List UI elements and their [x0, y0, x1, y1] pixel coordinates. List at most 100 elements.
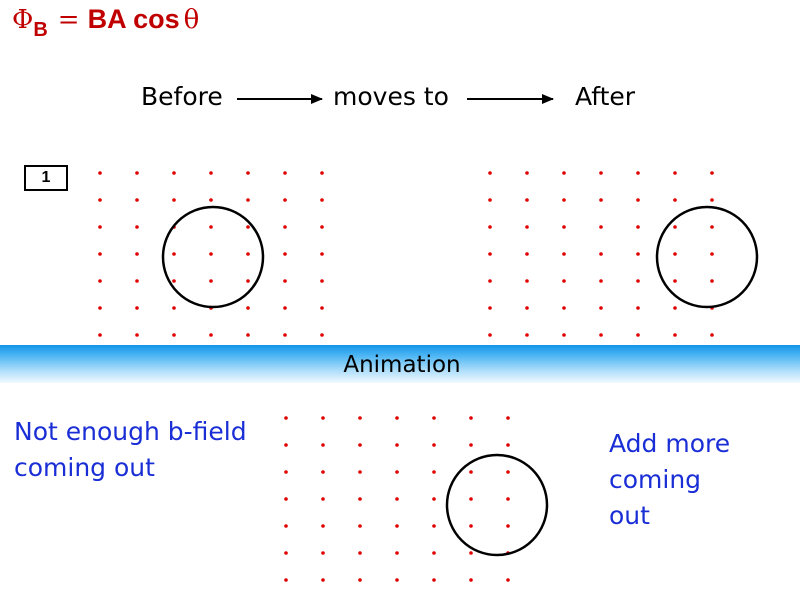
animation-field	[284, 416, 510, 582]
field-dot	[284, 578, 288, 582]
field-dot	[395, 551, 399, 555]
field-dot	[172, 171, 176, 175]
field-dot	[284, 524, 288, 528]
field-dot	[135, 279, 139, 283]
field-dot	[209, 225, 213, 229]
field-dot	[98, 171, 102, 175]
field-dot	[135, 333, 139, 337]
field-dot	[636, 306, 640, 310]
after-loop	[655, 205, 759, 309]
field-dot	[710, 198, 714, 202]
field-dot	[358, 416, 362, 420]
field-dot	[320, 171, 324, 175]
field-dot	[636, 171, 640, 175]
field-dot	[506, 470, 510, 474]
moves-to-label: moves to	[333, 82, 449, 111]
field-groups	[98, 171, 714, 582]
field-dot	[284, 497, 288, 501]
field-dot	[488, 171, 492, 175]
field-dot	[432, 470, 436, 474]
angle-symbol: θ	[183, 5, 200, 35]
field-dot	[98, 252, 102, 256]
field-dot	[358, 470, 362, 474]
field-dot	[469, 443, 473, 447]
field-dot	[599, 198, 603, 202]
formula-rhs: BA cos	[87, 4, 180, 34]
before-label: Before	[141, 82, 223, 111]
before-loop	[161, 205, 265, 309]
note-right-line-1: Add more	[609, 429, 731, 458]
field-dot	[562, 171, 566, 175]
field-dot	[525, 198, 529, 202]
field-dot	[98, 279, 102, 283]
field-dot	[172, 279, 176, 283]
field-dot	[636, 333, 640, 337]
field-dot	[636, 198, 640, 202]
field-dot	[283, 279, 287, 283]
field-dot	[358, 551, 362, 555]
field-dot	[246, 252, 250, 256]
field-dot	[358, 497, 362, 501]
field-dot	[506, 578, 510, 582]
field-dot	[710, 225, 714, 229]
field-dot	[320, 279, 324, 283]
field-dot	[506, 443, 510, 447]
field-dot	[246, 279, 250, 283]
field-dot	[469, 551, 473, 555]
field-dot	[395, 524, 399, 528]
field-dot	[432, 497, 436, 501]
field-dot	[395, 416, 399, 420]
field-dot	[488, 225, 492, 229]
animation-label: Animation	[343, 352, 461, 378]
field-dot	[284, 443, 288, 447]
field-dot	[172, 333, 176, 337]
field-dot	[320, 306, 324, 310]
field-dot	[283, 198, 287, 202]
field-dot	[525, 171, 529, 175]
field-dot	[321, 497, 325, 501]
field-dot	[562, 198, 566, 202]
field-dot	[599, 306, 603, 310]
before-field	[98, 171, 324, 337]
field-dot	[209, 198, 213, 202]
field-dot	[562, 252, 566, 256]
field-dot	[395, 470, 399, 474]
field-dot	[172, 306, 176, 310]
animation-banner	[0, 345, 800, 383]
field-dot	[98, 198, 102, 202]
field-dot	[432, 578, 436, 582]
field-dot	[599, 252, 603, 256]
field-dot	[525, 306, 529, 310]
field-dot	[283, 225, 287, 229]
equals-sign: =	[57, 5, 80, 35]
field-dot	[469, 578, 473, 582]
field-dot	[283, 171, 287, 175]
field-dot	[525, 279, 529, 283]
slide-number-box: 1	[24, 165, 68, 191]
field-dot	[209, 333, 213, 337]
after-field	[488, 171, 714, 337]
note-add-more: Add more coming out	[609, 426, 730, 534]
field-dot	[488, 279, 492, 283]
field-dot	[283, 252, 287, 256]
field-dot	[673, 171, 677, 175]
field-dot	[599, 171, 603, 175]
field-dot	[673, 198, 677, 202]
field-dot	[246, 225, 250, 229]
field-dot	[98, 306, 102, 310]
field-dot	[562, 279, 566, 283]
field-dot	[321, 551, 325, 555]
field-dot	[321, 524, 325, 528]
field-dot	[246, 198, 250, 202]
field-dot	[320, 198, 324, 202]
field-dot	[488, 306, 492, 310]
field-dot	[636, 279, 640, 283]
field-dot	[488, 333, 492, 337]
field-dot	[562, 333, 566, 337]
field-dot	[432, 416, 436, 420]
field-dot	[599, 333, 603, 337]
loop-group	[161, 205, 759, 557]
field-dot	[135, 225, 139, 229]
